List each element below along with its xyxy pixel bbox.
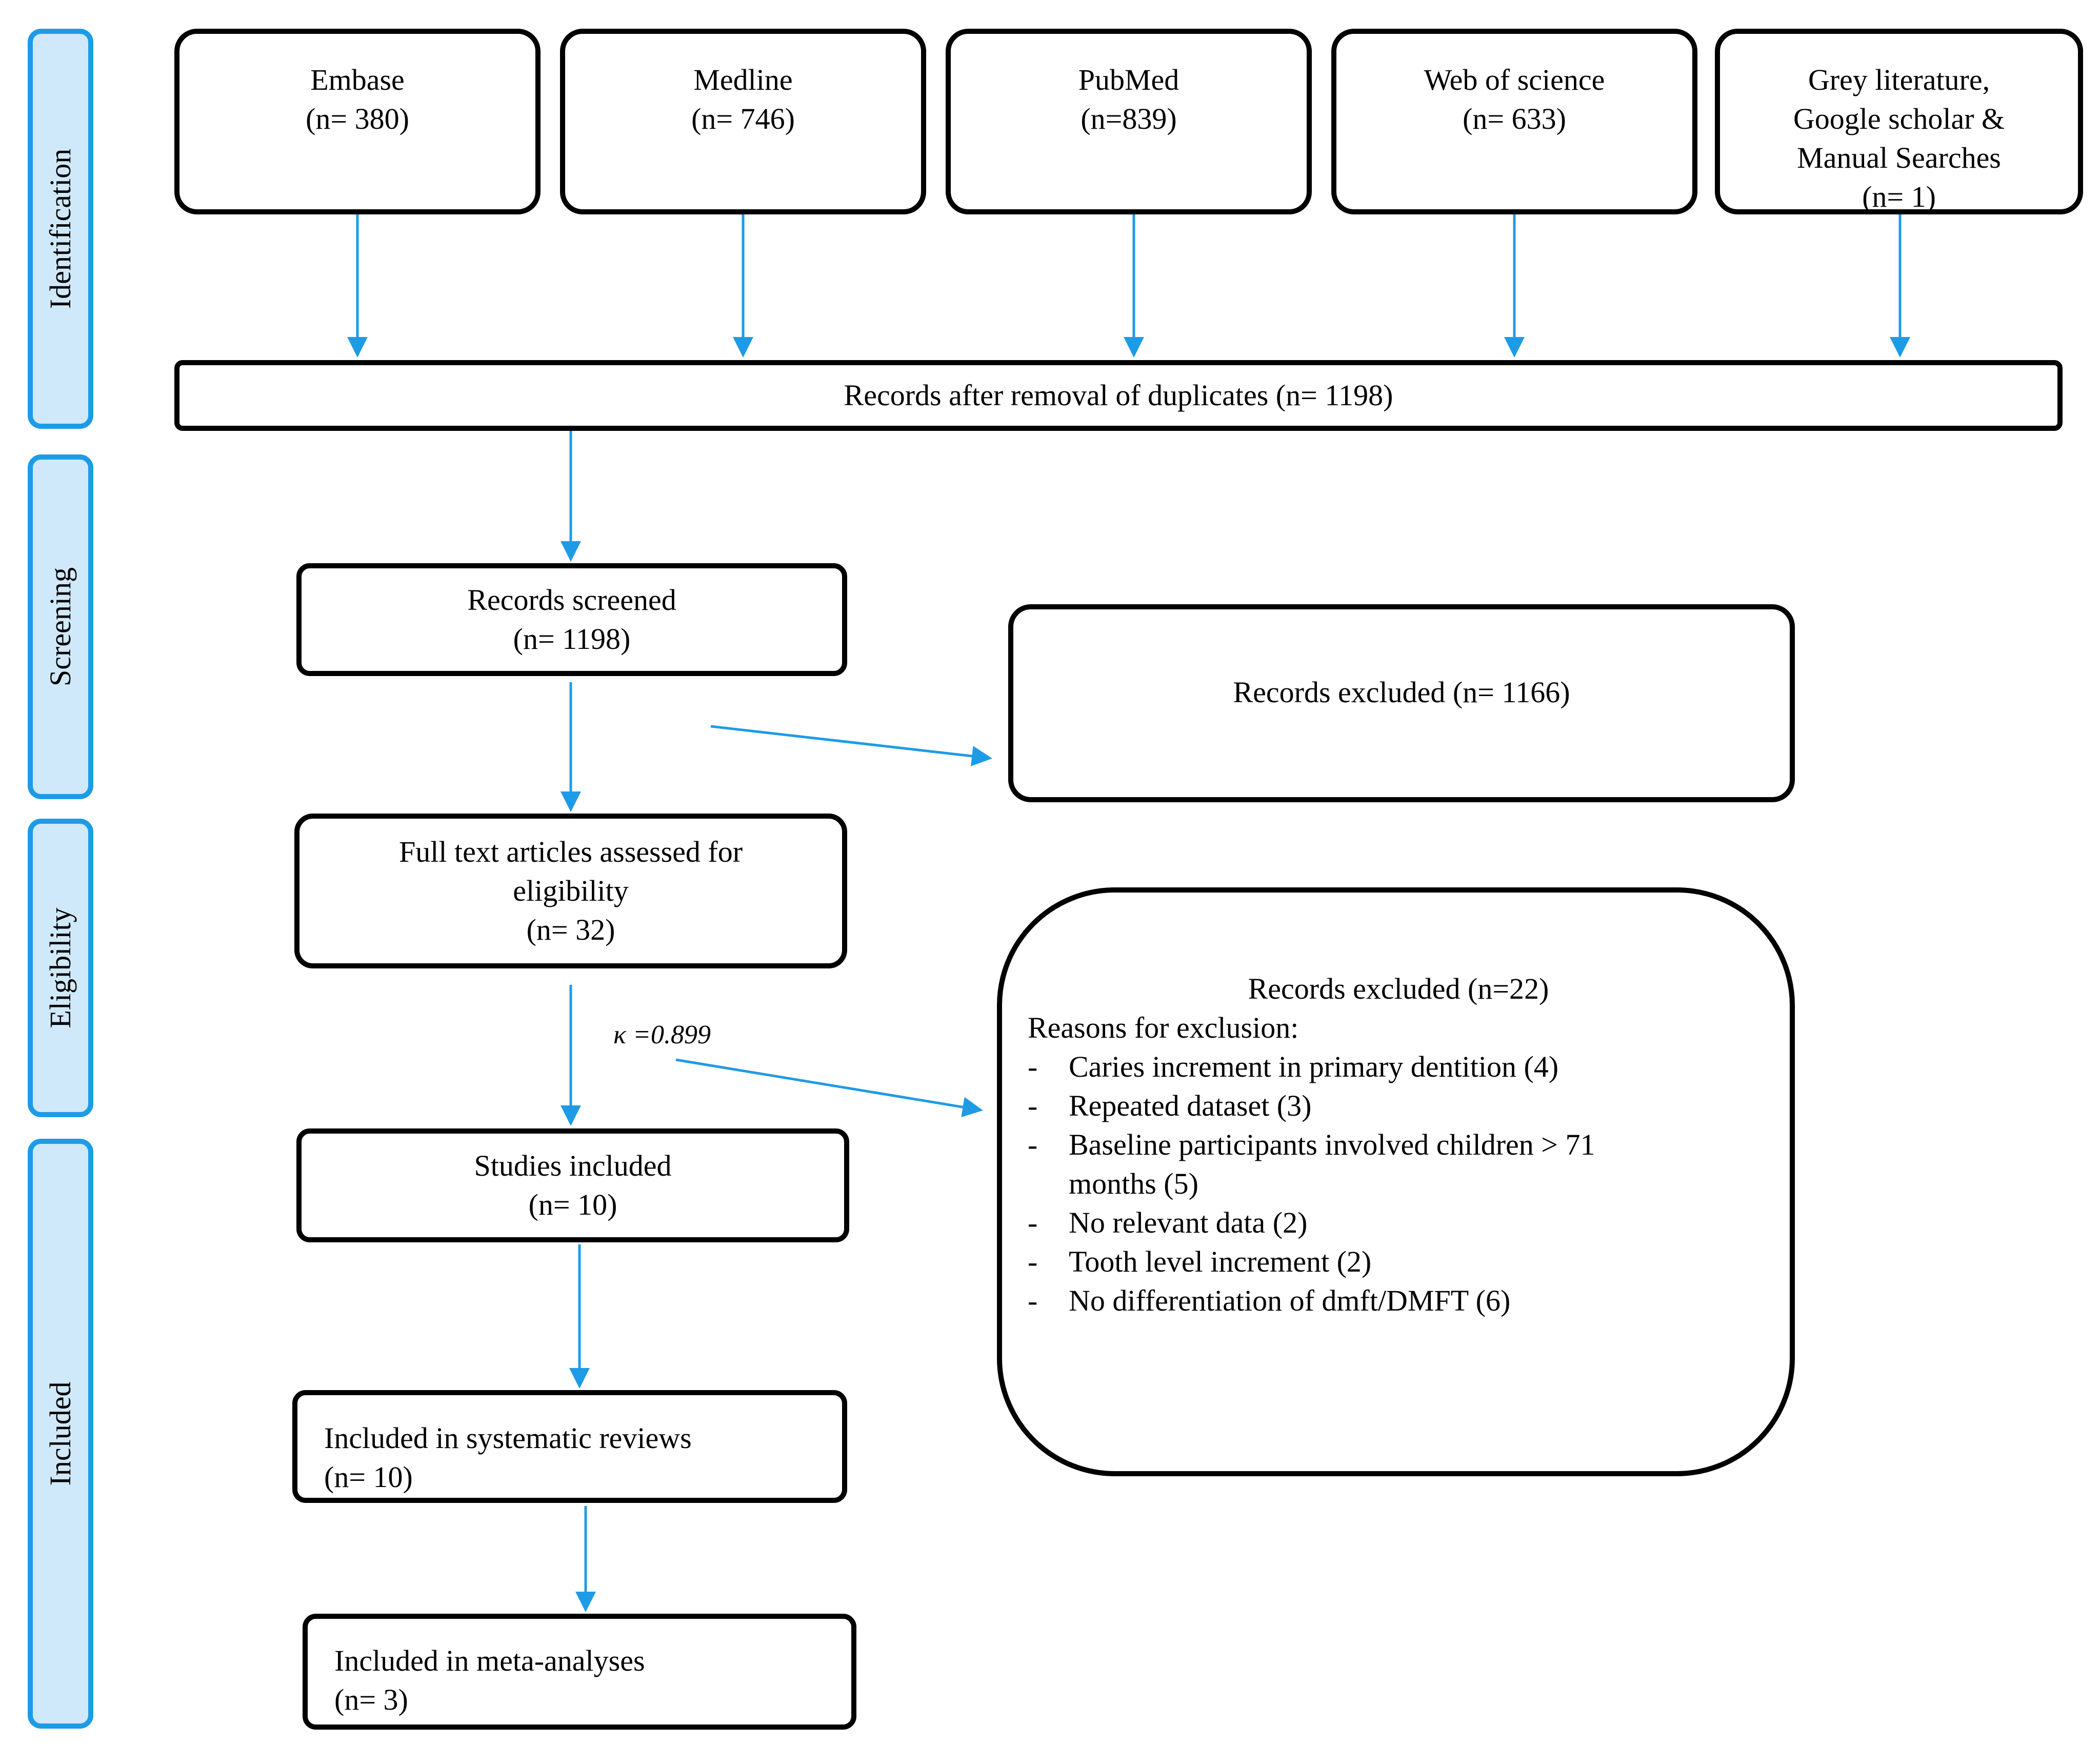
source-box-web-of-science: Web of science (n= 633) [1331, 29, 1697, 214]
fulltext-line2: eligibility [513, 874, 629, 907]
meta-label: Included in meta-analyses [334, 1644, 645, 1677]
arrow-to-excluded-full [675, 1058, 983, 1118]
fulltext-count: (n= 32) [526, 913, 615, 946]
source-name: Embase [310, 63, 405, 96]
reason-text: Repeated dataset (3) [1069, 1089, 1312, 1122]
reasons-label: Reasons for exclusion: [1028, 1011, 1299, 1044]
reason-dash: - [1028, 1128, 1038, 1161]
excluded-full-title: Records excluded (n=22) [1248, 972, 1549, 1005]
source-name: Web of science [1424, 63, 1605, 96]
systematic-count: (n= 10) [324, 1460, 413, 1494]
phase-screening: Screening [28, 454, 93, 799]
source-name: PubMed [1078, 63, 1179, 96]
studies-box: Studies included (n= 10) [296, 1128, 849, 1242]
excluded-full-box: Records excluded (n=22) Reasons for excl… [997, 887, 1795, 1476]
kappa-label: κ =0.899 [613, 1020, 711, 1049]
excluded-screen-text: Records excluded (n= 1166) [1233, 676, 1570, 709]
systematic-label: Included in systematic reviews [324, 1421, 692, 1455]
reason-item: - Caries increment in primary dentition … [1028, 1047, 1769, 1086]
reason-item: - Tooth level increment (2) [1028, 1242, 1769, 1281]
source-name: Medline [693, 63, 793, 96]
source-name-line: Manual Searches [1797, 141, 2001, 174]
reason-dash: - [1028, 1245, 1038, 1278]
reason-dash: - [1028, 1089, 1038, 1122]
screened-label: Records screened [467, 583, 676, 617]
studies-count: (n= 10) [528, 1188, 617, 1221]
reason-item: - Baseline participants involved childre… [1028, 1125, 1769, 1203]
source-name-line: Google scholar & [1793, 102, 2005, 135]
arrow-to-excluded-screen [710, 725, 992, 766]
source-name-line: Grey literature, [1808, 63, 1990, 96]
reason-text: Baseline participants involved children … [1069, 1128, 1595, 1200]
source-count: (n= 746) [691, 102, 795, 135]
source-count: (n= 380) [306, 102, 409, 135]
reason-text: Caries increment in primary dentition (4… [1069, 1050, 1559, 1083]
reason-text: No relevant data (2) [1069, 1206, 1308, 1239]
reason-dash: - [1028, 1206, 1038, 1239]
source-box-grey-literature: Grey literature, Google scholar & Manual… [1715, 29, 2083, 214]
reason-dash: - [1028, 1050, 1038, 1083]
meta-box: Included in meta-analyses (n= 3) [303, 1614, 856, 1730]
screened-box: Records screened (n= 1198) [296, 563, 847, 676]
reason-item: - No differentiation of dmft/DMFT (6) [1028, 1281, 1769, 1320]
reason-item: - No relevant data (2) [1028, 1203, 1769, 1242]
fulltext-box: Full text articles assessed for eligibil… [294, 814, 847, 968]
source-box-pubmed: PubMed (n=839) [946, 29, 1312, 214]
source-box-medline: Medline (n= 746) [560, 29, 926, 214]
meta-count: (n= 3) [334, 1683, 408, 1716]
reason-text: No differentiation of dmft/DMFT (6) [1069, 1284, 1511, 1317]
source-count: (n=839) [1081, 102, 1177, 135]
source-count: (n= 633) [1463, 102, 1566, 135]
dedup-box: Records after removal of duplicates (n= … [174, 360, 2063, 431]
reason-dash: - [1028, 1284, 1038, 1317]
reason-item: - Repeated dataset (3) [1028, 1086, 1769, 1125]
phase-identification: Identification [28, 29, 93, 429]
fulltext-line1: Full text articles assessed for [398, 835, 743, 868]
source-count: (n= 1) [1862, 180, 1936, 213]
dedup-text: Records after removal of duplicates (n= … [844, 379, 1393, 412]
screened-count: (n= 1198) [513, 622, 631, 656]
source-box-embase: Embase (n= 380) [174, 29, 541, 214]
systematic-box: Included in systematic reviews (n= 10) [292, 1390, 847, 1503]
excluded-screen-box: Records excluded (n= 1166) [1008, 604, 1795, 802]
phase-included: Included [28, 1139, 93, 1729]
studies-label: Studies included [474, 1149, 672, 1182]
reason-text: Tooth level increment (2) [1069, 1245, 1372, 1278]
phase-eligibility: Eligibility [28, 819, 93, 1117]
